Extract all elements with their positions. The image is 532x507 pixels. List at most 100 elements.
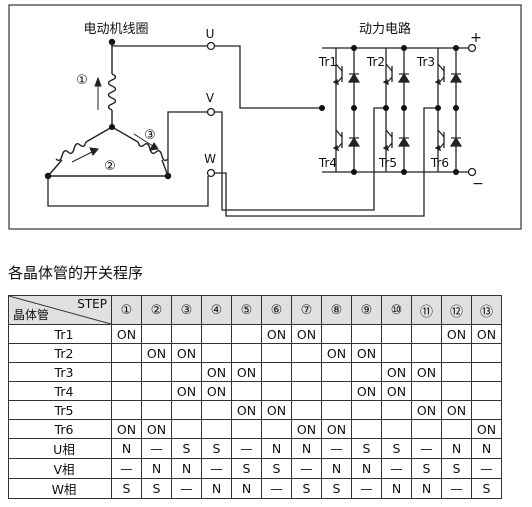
- motor-wires: [47, 42, 209, 207]
- table-cell: ON: [411, 362, 442, 382]
- table-cell: ON: [351, 381, 382, 401]
- table-cell: —: [141, 438, 172, 459]
- terminal-w: W: [204, 152, 216, 166]
- table-cell: [441, 419, 472, 439]
- table-cell: [261, 343, 292, 363]
- table-cell: [321, 400, 352, 420]
- plus-sign: +: [470, 30, 482, 46]
- row-label: Tr3: [8, 362, 112, 382]
- step-header: ④: [201, 295, 232, 325]
- table-cell: S: [141, 478, 172, 499]
- table-cell: [171, 419, 202, 439]
- label-tr6: Tr6: [430, 156, 449, 170]
- table-cell: [441, 362, 472, 382]
- table-cell: ON: [291, 324, 322, 344]
- row-label: V相: [8, 458, 112, 479]
- table-cell: [321, 381, 352, 401]
- table-cell: [291, 343, 322, 363]
- table-cell: —: [381, 458, 412, 479]
- coil-label-1: ①: [76, 73, 88, 88]
- table-cell: [141, 362, 172, 382]
- label-tr1: Tr1: [318, 55, 337, 69]
- table-cell: ON: [141, 343, 172, 363]
- table-cell: N: [291, 438, 322, 459]
- minus-sign: −: [472, 176, 484, 192]
- table-cell: [111, 343, 142, 363]
- table-cell: N: [141, 458, 172, 479]
- table-cell: [141, 324, 172, 344]
- table-cell: N: [471, 438, 502, 459]
- table-cell: [351, 419, 382, 439]
- label-tr2: Tr2: [366, 55, 385, 69]
- table-cell: N: [321, 458, 352, 479]
- table-cell: [291, 381, 322, 401]
- step-header: ⑧: [321, 295, 352, 325]
- table-cell: [441, 381, 472, 401]
- table-cell: ON: [381, 381, 412, 401]
- row-label: Tr6: [8, 419, 112, 439]
- row-label: Tr5: [8, 400, 112, 420]
- table-cell: [381, 419, 412, 439]
- table-cell: ON: [321, 343, 352, 363]
- table-cell: —: [351, 478, 382, 499]
- step-header: ⑫: [441, 295, 472, 325]
- diode-symbols: [347, 72, 463, 147]
- table-title: 各晶体管的开关程序: [8, 264, 144, 282]
- table-cell: [471, 400, 502, 420]
- table-cell: [441, 343, 472, 363]
- table-cell: —: [441, 478, 472, 499]
- table-cell: ON: [411, 400, 442, 420]
- table-cell: [411, 324, 442, 344]
- table-cell: S: [411, 458, 442, 479]
- row-label: U相: [8, 438, 112, 459]
- table-cell: ON: [111, 324, 142, 344]
- label-tr5: Tr5: [378, 156, 397, 170]
- table-cell: [111, 381, 142, 401]
- table-cell: [141, 381, 172, 401]
- table-cell: S: [171, 438, 202, 459]
- step-header: ⑦: [291, 295, 322, 325]
- corner-step-label: STEP: [77, 297, 107, 311]
- table-cell: [351, 362, 382, 382]
- table-cell: [111, 400, 142, 420]
- table-cell: N: [261, 438, 292, 459]
- table-cell: [171, 400, 202, 420]
- table-cell: [231, 324, 262, 344]
- table-cell: —: [171, 478, 202, 499]
- table-cell: [381, 400, 412, 420]
- table-cell: [111, 362, 142, 382]
- table-cell: [321, 324, 352, 344]
- table-cell: [201, 419, 232, 439]
- table-cell: [471, 381, 502, 401]
- table-cell: ON: [381, 362, 412, 382]
- table-cell: [321, 362, 352, 382]
- table-cell: [291, 400, 322, 420]
- table-cell: [291, 362, 322, 382]
- neutral-node: [109, 124, 115, 130]
- row-label: W相: [8, 478, 112, 499]
- circuit-nodes: [319, 45, 459, 175]
- step-header: ②: [141, 295, 172, 325]
- table-cell: S: [441, 458, 472, 479]
- table-cell: S: [261, 458, 292, 479]
- terminal-u: U: [206, 27, 215, 41]
- table-cell: ON: [231, 362, 262, 382]
- table-cell: ON: [171, 381, 202, 401]
- table-cell: [261, 419, 292, 439]
- table-cell: ON: [321, 419, 352, 439]
- table-cell: N: [171, 458, 202, 479]
- label-tr3: Tr3: [416, 55, 435, 69]
- plus-terminal: [467, 43, 477, 53]
- table-cell: [231, 419, 262, 439]
- table-cell: ON: [351, 343, 382, 363]
- table-cell: ON: [261, 324, 292, 344]
- step-header: ⑪: [411, 295, 442, 325]
- step-header: ①: [111, 295, 142, 325]
- table-cell: [261, 381, 292, 401]
